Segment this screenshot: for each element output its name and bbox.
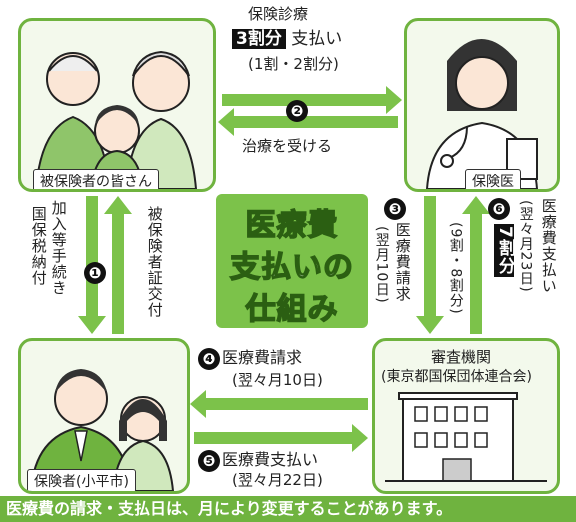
insured-label: 被保険者の皆さん (33, 169, 159, 189)
building-icon (385, 392, 547, 482)
footer-note: 医療費の請求・支払日は、月により変更することがあります。 (0, 496, 576, 522)
center-title-line1: 医療費 (245, 207, 339, 244)
step2-pay: 支払い (291, 29, 343, 49)
center-title-line2: 支払いの (229, 249, 354, 286)
step3-sub: (翌月10日) (373, 226, 390, 304)
step2-top-line2: 3割分 支払い (232, 29, 343, 50)
step2-top-line3: (1割・2割分) (248, 55, 339, 73)
step1-label-c: 被保険者証交付 (145, 206, 164, 318)
doctor-illustration (425, 39, 539, 189)
insured-family-box: 被保険者の皆さん (18, 18, 216, 192)
step3-number: ❸ (384, 198, 406, 220)
insurer-box: 保険者(小平市) (18, 338, 190, 494)
step3-label: 医療費請求 (393, 222, 412, 302)
step1-label-a: 加入等手続き (49, 200, 68, 296)
review-box: 審査機関 (東京都国保団体連合会) (372, 338, 560, 494)
review-title: 審査機関 (431, 348, 492, 366)
step6-number: ❻ (488, 198, 510, 220)
center-title-block: 医療費 支払いの 仕組み (216, 194, 368, 328)
step1-number: ❶ (84, 262, 106, 284)
center-title-line3: 仕組み (245, 291, 339, 328)
step5-sub: (翌々月22日) (232, 471, 323, 489)
step6-ratio-sub: (9割・8割分) (447, 222, 464, 315)
step2-ratio: 3割分 (232, 29, 286, 49)
doctor-box: 保険医 (404, 18, 560, 192)
step2-number: ❷ (286, 100, 308, 122)
doctor-label: 保険医 (465, 169, 521, 189)
step4-number: ❹ (198, 348, 220, 370)
step2-bottom: 治療を受ける (242, 137, 333, 155)
family-illustration (34, 50, 198, 189)
step6-ratio: 7割分 (494, 224, 515, 277)
step1-label-b: 国保税納付 (29, 206, 48, 286)
insurer-label: 保険者(小平市) (27, 469, 136, 491)
step4-label: 医療費請求 (222, 348, 303, 367)
step2-top-line1: 保険診療 (248, 5, 309, 23)
step6-sub: (翌々月23日) (517, 200, 534, 293)
step4-sub: (翌々月10日) (232, 371, 323, 389)
step5-label: 医療費支払い (222, 450, 319, 469)
step5-number: ❺ (198, 450, 220, 472)
step6-label: 医療費支払い (539, 198, 558, 294)
review-subtitle: (東京都国保団体連合会) (381, 369, 532, 385)
